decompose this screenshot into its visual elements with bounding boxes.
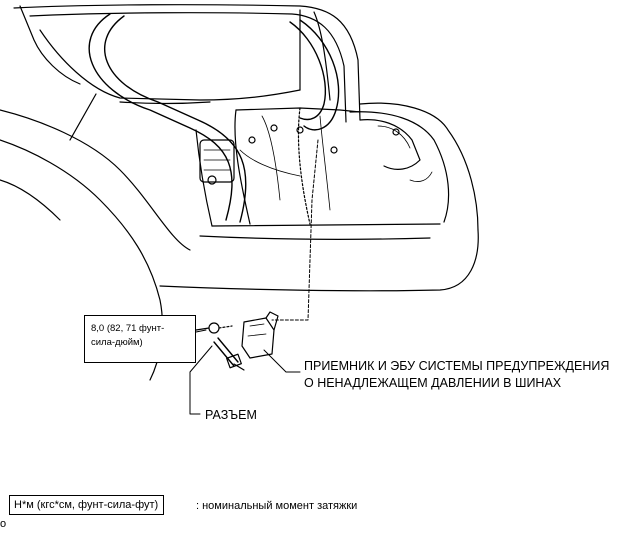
torque-spec-line1: 8,0 (82, 71 фунт- bbox=[91, 323, 165, 334]
tpms-receiver-ecu bbox=[241, 311, 279, 359]
car-body bbox=[0, 93, 479, 381]
receiver-label-line1: ПРИЕМНИК И ЭБУ СИСТЕМЫ ПРЕДУПРЕЖДЕНИЯ bbox=[304, 359, 610, 373]
corner-mark: o bbox=[0, 518, 7, 530]
trunk-lid bbox=[13, 4, 361, 123]
location-leader-line bbox=[271, 139, 319, 321]
trunk-interior bbox=[195, 107, 433, 227]
connector-label: РАЗЪЕМ bbox=[205, 408, 257, 422]
torque-legend-description: : номинальный момент затяжки bbox=[196, 500, 358, 512]
bolt bbox=[195, 322, 233, 334]
receiver-callout-line bbox=[263, 349, 301, 373]
torque-spec-box: 8,0 (82, 71 фунт- сила-дюйм) bbox=[84, 315, 196, 363]
torque-callout-line bbox=[195, 329, 207, 333]
connector-callout-line bbox=[189, 345, 213, 415]
lid-hinge-arms bbox=[88, 13, 340, 223]
receiver-label-line2: О НЕНАДЛЕЖАЩЕМ ДАВЛЕНИИ В ШИНАХ bbox=[304, 376, 562, 390]
connector bbox=[213, 337, 245, 371]
torque-unit-legend-box: Н*м (кгс*см, фунт-сила-фут) bbox=[9, 495, 165, 515]
torque-spec-line2: сила-дюйм) bbox=[91, 337, 143, 348]
